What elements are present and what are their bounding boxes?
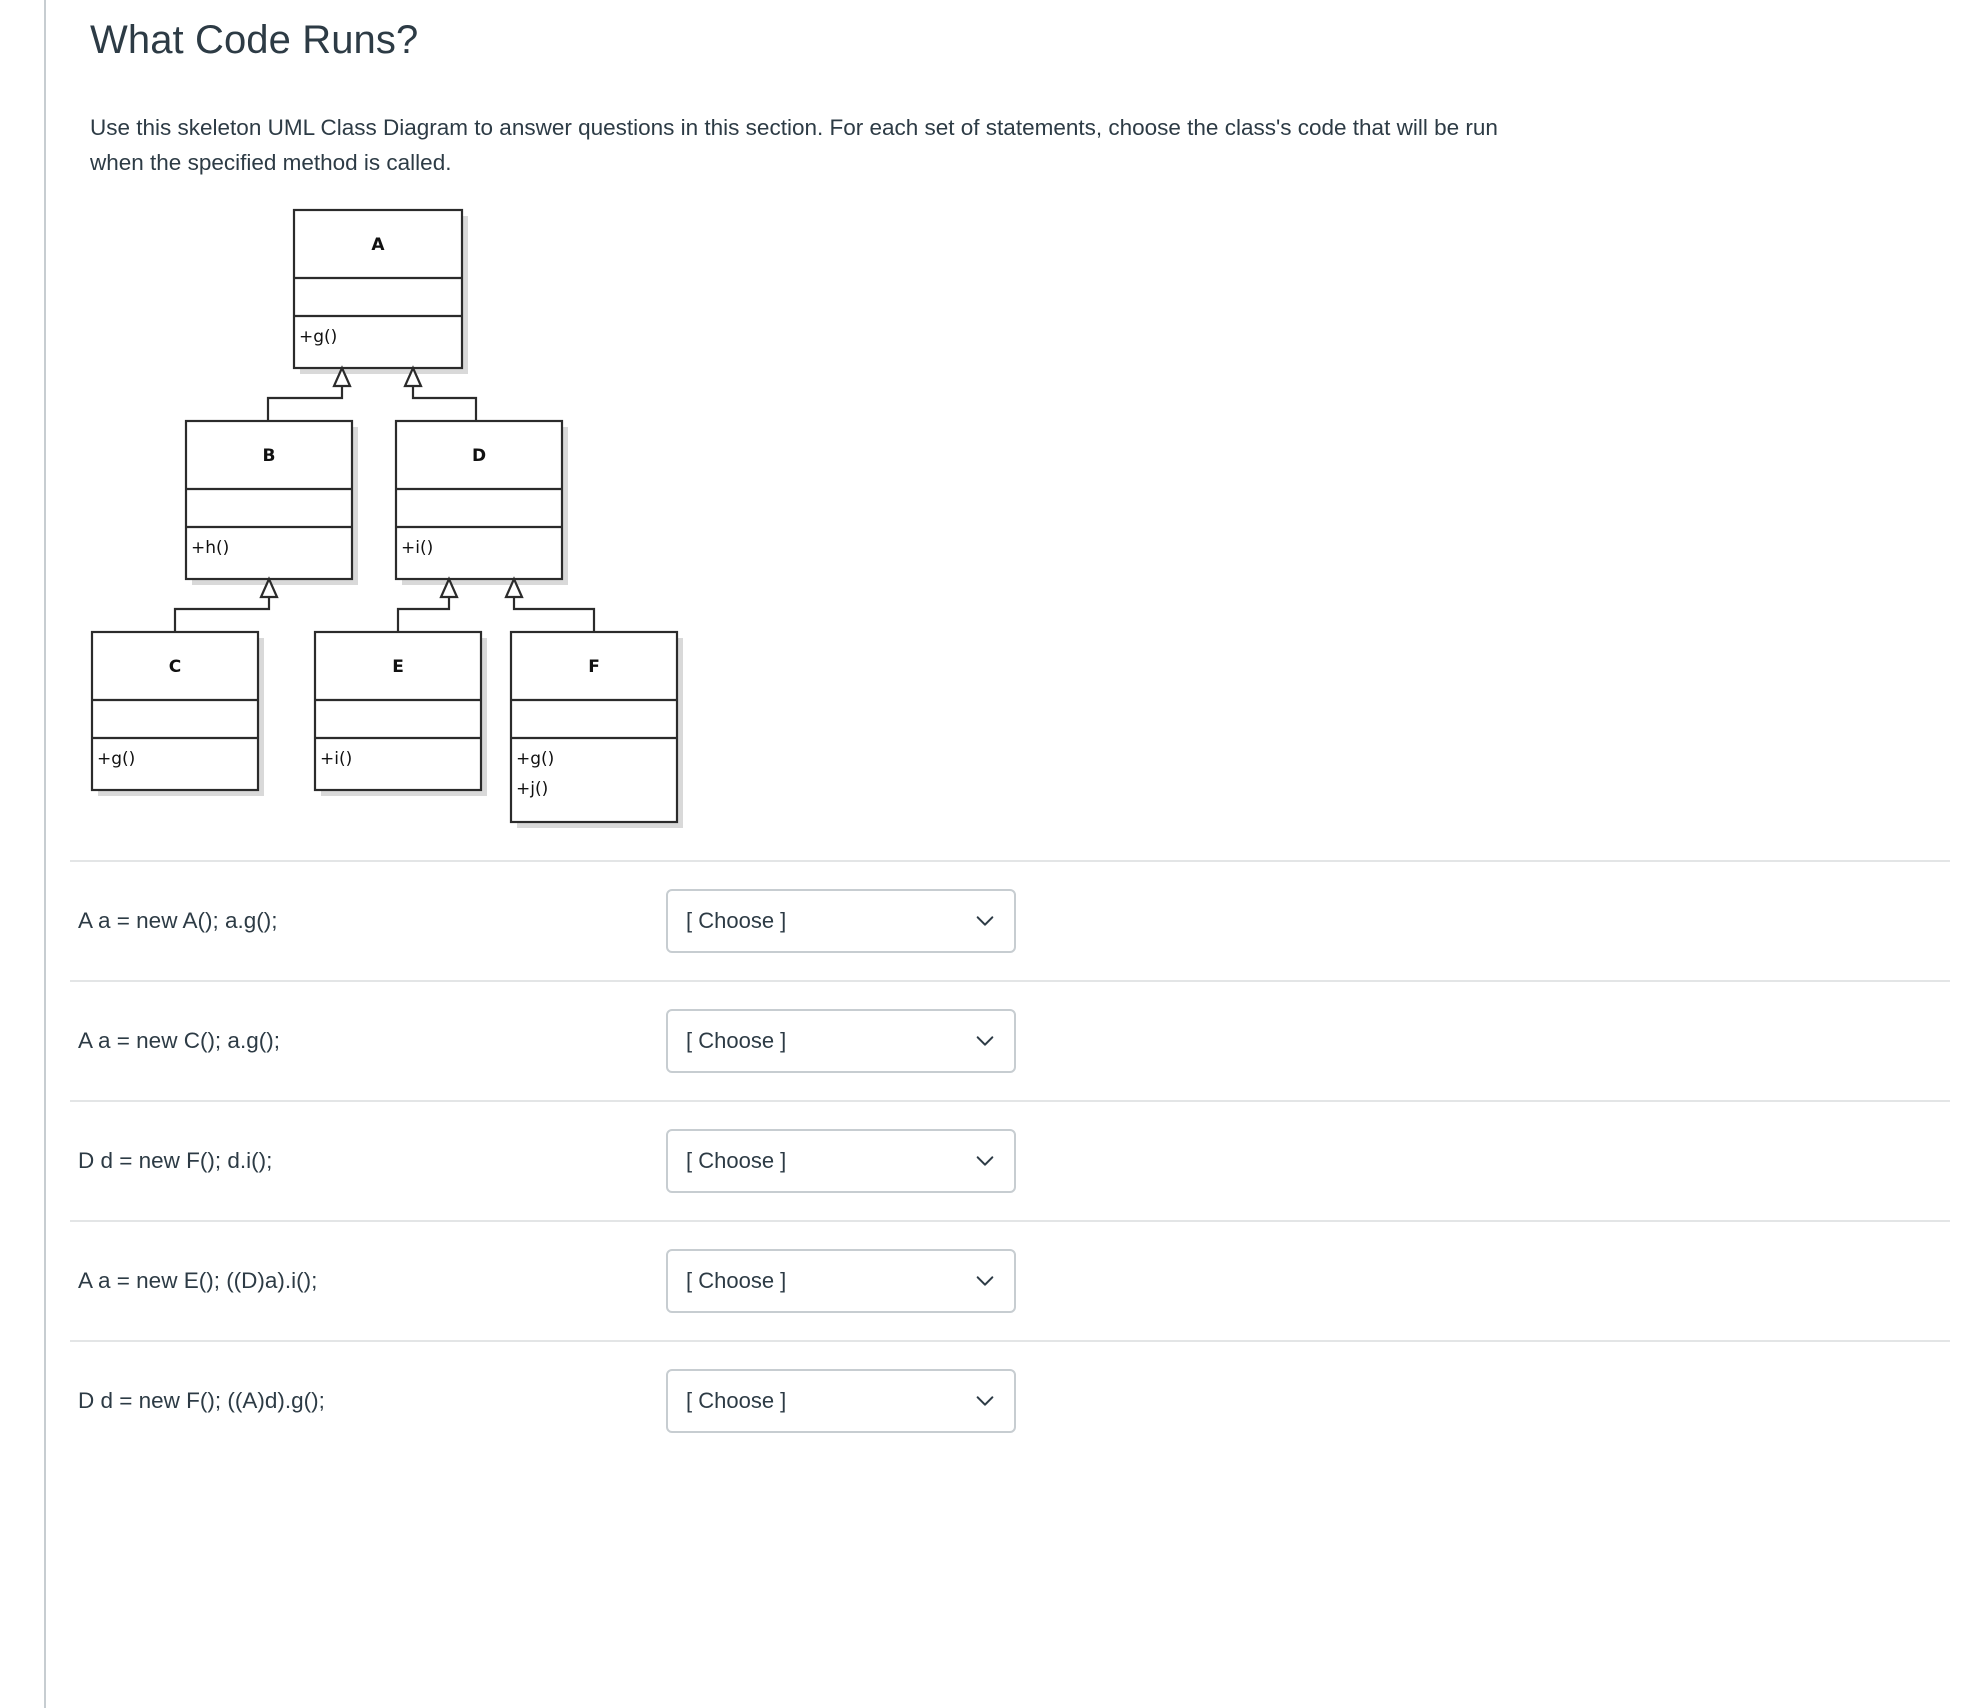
uml-class-B-name: B [263, 446, 276, 466]
uml-generalization-F-to-D [504, 576, 596, 633]
chevron-down-icon [974, 1150, 996, 1172]
question-row: D d = new F(); d.i(); [ Choose ] [70, 1100, 1950, 1220]
question-statement: D d = new F(); d.i(); [78, 1148, 273, 1174]
uml-generalization-E-to-D [396, 576, 459, 633]
question-statement: A a = new E(); ((D)a).i(); [78, 1268, 318, 1294]
answer-cell: [ Choose ] [666, 1369, 1016, 1434]
question-statement: A a = new A(); a.g(); [78, 908, 278, 934]
page-title: What Code Runs? [90, 18, 419, 62]
uml-class-F-name: F [588, 657, 600, 677]
uml-generalization-D-to-A [403, 365, 478, 422]
uml-class-D: D +i() [394, 420, 568, 586]
question-statement: D d = new F(); ((A)d).g(); [78, 1388, 325, 1414]
answer-cell: [ Choose ] [666, 1129, 1016, 1194]
answer-dropdown[interactable]: [ Choose ] [666, 1249, 1016, 1314]
quiz-content: What Code Runs? Use this skeleton UML Cl… [70, 18, 1950, 1460]
uml-class-A-name: A [371, 235, 385, 255]
uml-class-F: F +g() +j() [509, 631, 683, 829]
question-row: A a = new E(); ((D)a).i(); [ Choose ] [70, 1220, 1950, 1340]
answer-dropdown-value: [ Choose ] [686, 1268, 787, 1294]
uml-class-E: E +i() [313, 631, 487, 797]
question-statement: A a = new C(); a.g(); [78, 1028, 280, 1054]
chevron-down-icon [974, 1030, 996, 1052]
uml-class-D-name: D [472, 446, 486, 466]
uml-generalization-C-to-B [173, 576, 279, 633]
uml-class-F-method-0: +g() [516, 749, 554, 769]
uml-class-B-method-0: +h() [191, 538, 229, 558]
answer-dropdown-value: [ Choose ] [686, 1388, 787, 1414]
page-left-rule [44, 0, 46, 1708]
uml-class-E-method-0: +i() [320, 749, 352, 769]
answer-cell: [ Choose ] [666, 1249, 1016, 1314]
uml-class-E-name: E [392, 657, 404, 677]
uml-class-diagram: .bx { fill:#ffffff; stroke:#2b2b2b; stro… [70, 200, 770, 830]
uml-class-A-method-0: +g() [299, 327, 337, 347]
answer-dropdown-value: [ Choose ] [686, 1148, 787, 1174]
answer-dropdown[interactable]: [ Choose ] [666, 1129, 1016, 1194]
question-row: A a = new C(); a.g(); [ Choose ] [70, 980, 1950, 1100]
answer-cell: [ Choose ] [666, 1009, 1016, 1074]
uml-class-F-method-1: +j() [516, 779, 548, 799]
answer-dropdown-value: [ Choose ] [686, 1028, 787, 1054]
answer-dropdown[interactable]: [ Choose ] [666, 1369, 1016, 1434]
question-list: A a = new A(); a.g(); [ Choose ] A a = n… [70, 860, 1950, 1460]
answer-dropdown[interactable]: [ Choose ] [666, 1009, 1016, 1074]
question-row: A a = new A(); a.g(); [ Choose ] [70, 860, 1950, 980]
answer-cell: [ Choose ] [666, 889, 1016, 954]
uml-class-D-method-0: +i() [401, 538, 433, 558]
chevron-down-icon [974, 1390, 996, 1412]
answer-dropdown[interactable]: [ Choose ] [666, 889, 1016, 954]
uml-class-C-method-0: +g() [97, 749, 135, 769]
question-row: D d = new F(); ((A)d).g(); [ Choose ] [70, 1340, 1950, 1460]
chevron-down-icon [974, 910, 996, 932]
chevron-down-icon [974, 1270, 996, 1292]
uml-class-C: C +g() [90, 631, 264, 797]
instructions-text: Use this skeleton UML Class Diagram to a… [90, 115, 1498, 176]
uml-class-A: A +g() [292, 209, 468, 375]
uml-class-C-name: C [169, 657, 181, 677]
uml-generalization-B-to-A [266, 365, 352, 422]
answer-dropdown-value: [ Choose ] [686, 908, 787, 934]
uml-class-B: B +h() [184, 420, 358, 586]
